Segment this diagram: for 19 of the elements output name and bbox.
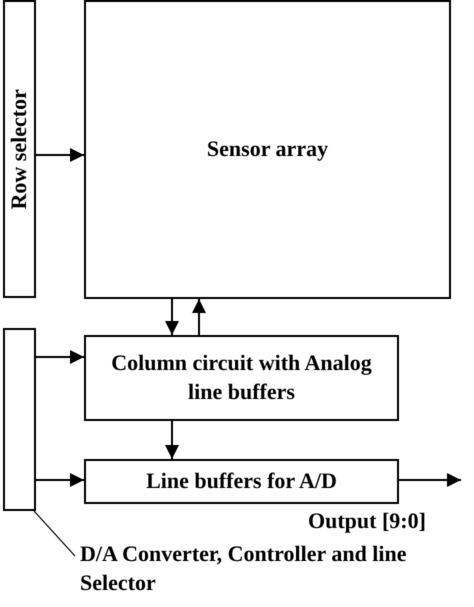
arrow <box>36 473 84 487</box>
process-box <box>84 459 399 504</box>
process-box <box>84 335 399 421</box>
node-label: Line buffers for A/D <box>146 467 337 496</box>
leader-line <box>34 510 76 556</box>
callout-text: D/A Converter, Controller and line Selector <box>80 540 408 597</box>
arrow <box>399 473 461 487</box>
array-box <box>84 0 451 299</box>
node-label: Row selector <box>5 88 32 210</box>
arrow <box>36 148 84 162</box>
node-label: Sensor array <box>206 135 328 164</box>
arrow <box>36 350 84 364</box>
edge-label: Output [9:0] <box>308 508 426 534</box>
arrow <box>165 421 179 459</box>
arrow <box>165 299 179 335</box>
arrow <box>192 299 206 335</box>
node-label: Column circuit with Analog line buffers <box>110 349 373 406</box>
selector-box <box>3 0 36 298</box>
controller-box <box>3 328 36 511</box>
